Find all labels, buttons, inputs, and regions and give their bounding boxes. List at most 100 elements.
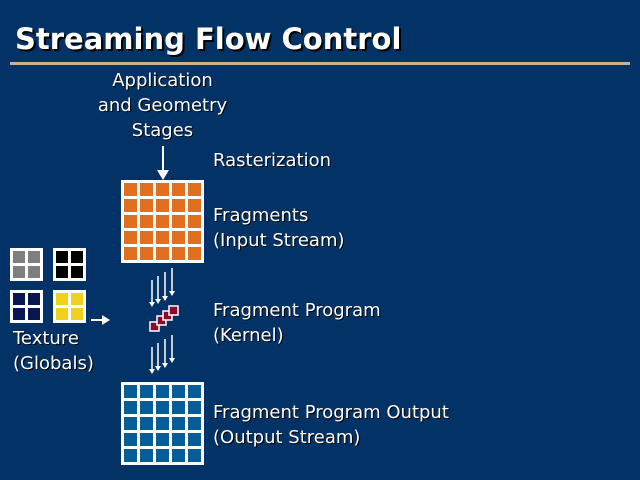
grid-cell <box>172 247 185 260</box>
grid-cell <box>124 401 137 414</box>
grid-cell <box>156 417 169 430</box>
grid-cell <box>124 449 137 462</box>
app-stages-line-3: Stages <box>131 120 194 141</box>
grid-cell <box>71 266 83 278</box>
grid-cell <box>56 293 68 305</box>
grid-cell <box>188 231 201 244</box>
grid-cell <box>13 251 25 263</box>
fragment-output-line-2: (Output Stream) <box>213 427 361 448</box>
grid-cell <box>140 231 153 244</box>
arrow-head <box>155 366 161 371</box>
grid-cell <box>188 449 201 462</box>
grid-cell <box>13 266 25 278</box>
grid-cell <box>172 183 185 196</box>
grid-cell <box>188 401 201 414</box>
stream-arrows-lower-icon <box>149 335 175 374</box>
grid-cell <box>13 308 25 320</box>
grid-cell <box>188 183 201 196</box>
grid-cell <box>172 449 185 462</box>
grid-cell <box>140 385 153 398</box>
grid-cell <box>172 385 185 398</box>
input-stream-grid-icon <box>121 180 204 263</box>
grid-cell <box>156 183 169 196</box>
grid-cell <box>124 231 137 244</box>
grid-cell <box>172 417 185 430</box>
stream-arrows-upper-icon <box>149 268 175 307</box>
grid-cell <box>28 308 40 320</box>
grid-cell <box>156 199 169 212</box>
grid-cell <box>140 199 153 212</box>
texture-label: Texture (Globals) <box>13 326 94 376</box>
slide-title: Streaming Flow Control <box>15 22 402 56</box>
grid-cell <box>156 385 169 398</box>
grid-cell <box>172 231 185 244</box>
kernel-square <box>149 321 160 332</box>
grid-cell <box>71 293 83 305</box>
app-stages-line-2: and Geometry <box>97 95 228 116</box>
fragments-label: Fragments (Input Stream) <box>213 203 345 253</box>
texture-line-2: (Globals) <box>13 353 94 374</box>
texture-line-1: Texture <box>13 328 79 349</box>
grid-cell <box>28 293 40 305</box>
grid-cell <box>172 401 185 414</box>
grid-cell <box>140 433 153 446</box>
fragment-program-label: Fragment Program (Kernel) <box>213 298 381 348</box>
grid-cell <box>172 215 185 228</box>
grid-cell <box>56 308 68 320</box>
grid-cell <box>140 449 153 462</box>
gray-texture-icon <box>10 248 43 281</box>
grid-cell <box>188 417 201 430</box>
grid-cell <box>140 215 153 228</box>
app-stages-line-1: Application <box>112 70 213 91</box>
grid-cell <box>71 251 83 263</box>
grid-cell <box>188 199 201 212</box>
grid-cell <box>71 308 83 320</box>
grid-cell <box>124 433 137 446</box>
grid-cell <box>56 251 68 263</box>
grid-cell <box>140 183 153 196</box>
grid-cell <box>156 231 169 244</box>
fragment-output-label: Fragment Program Output (Output Stream) <box>213 400 449 450</box>
kernel-square <box>168 305 179 316</box>
arrow-head <box>149 302 155 307</box>
fragments-line-1: Fragments <box>213 205 309 226</box>
grid-cell <box>140 247 153 260</box>
arrow-head <box>162 296 168 301</box>
arrow-head <box>149 369 155 374</box>
arrow-head <box>155 299 161 304</box>
grid-cell <box>124 417 137 430</box>
yellow-texture-icon <box>53 290 86 323</box>
grid-cell <box>172 199 185 212</box>
grid-cell <box>156 215 169 228</box>
grid-cell <box>188 215 201 228</box>
grid-cell <box>140 401 153 414</box>
navy-texture-icon <box>10 290 43 323</box>
grid-cell <box>156 247 169 260</box>
fragment-program-line-2: (Kernel) <box>213 325 284 346</box>
grid-cell <box>124 215 137 228</box>
grid-cell <box>124 199 137 212</box>
right-arrow-icon <box>91 315 110 325</box>
grid-cell <box>124 183 137 196</box>
down-arrow-icon <box>157 146 169 180</box>
rasterization-label: Rasterization <box>213 150 332 171</box>
fragment-program-line-1: Fragment Program <box>213 300 381 321</box>
grid-cell <box>124 385 137 398</box>
grid-cell <box>188 433 201 446</box>
grid-cell <box>156 449 169 462</box>
grid-cell <box>13 293 25 305</box>
output-stream-grid-icon <box>121 382 204 465</box>
app-stages-label: Application and Geometry Stages <box>85 68 240 143</box>
grid-cell <box>140 417 153 430</box>
arrow-head <box>169 358 175 363</box>
grid-cell <box>188 385 201 398</box>
grid-cell <box>172 433 185 446</box>
fragments-line-2: (Input Stream) <box>213 230 345 251</box>
kernel-icon <box>149 305 179 332</box>
grid-cell <box>28 266 40 278</box>
arrow-head <box>169 291 175 296</box>
black-texture-icon <box>53 248 86 281</box>
grid-cell <box>124 247 137 260</box>
grid-cell <box>156 401 169 414</box>
